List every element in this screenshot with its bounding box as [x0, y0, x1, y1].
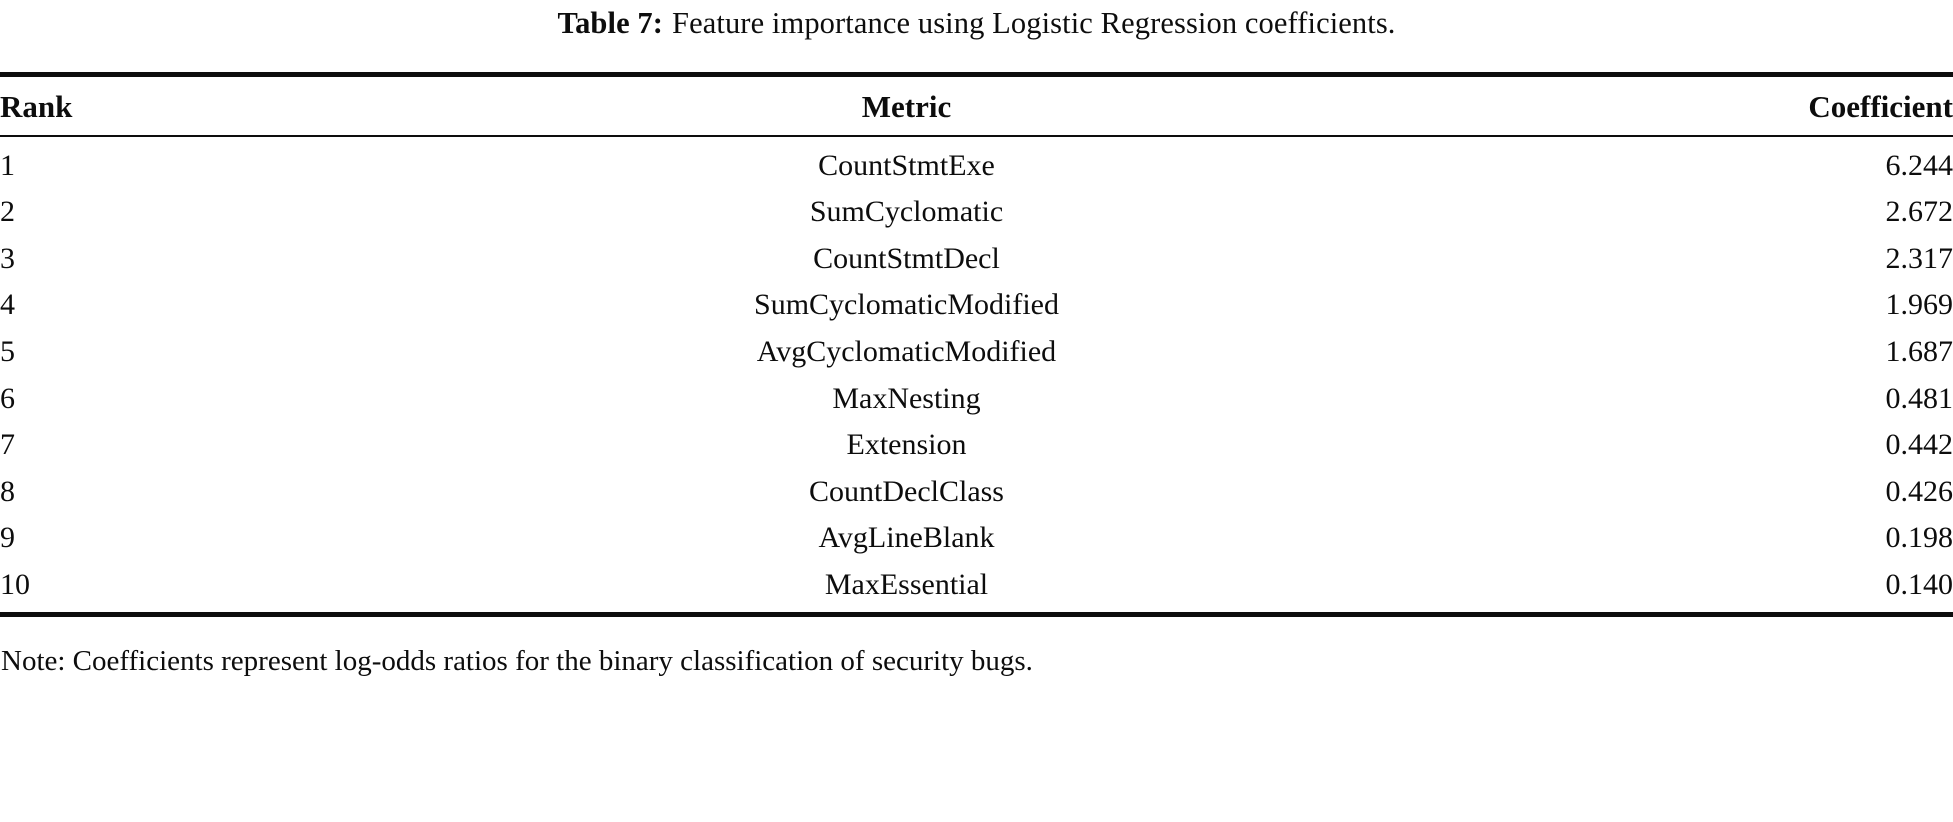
cell-rank: 7: [0, 428, 15, 462]
cell-coefficient: 0.442: [1885, 428, 1953, 462]
cell-coefficient: 0.426: [1885, 474, 1953, 508]
cell-coefficient: 1.969: [1885, 288, 1953, 322]
table-caption: Table 7:Feature importance using Logisti…: [0, 0, 1953, 44]
table-note: Note: Coefficients represent log-odds ra…: [1, 645, 1033, 678]
cell-metric: MaxEssential: [824, 568, 989, 602]
cell-metric: Extension: [846, 428, 967, 462]
cell-metric: CountStmtDecl: [813, 241, 1000, 275]
cell-coefficient: 1.687: [1885, 335, 1953, 369]
cell-rank: 6: [0, 381, 15, 415]
table-body: 1 CountStmtExe 6.244 2 SumCyclomatic 2.6…: [0, 137, 1953, 612]
table-row: 1 CountStmtExe 6.244: [0, 137, 1953, 189]
cell-rank: 5: [0, 335, 15, 369]
cell-coefficient: 2.672: [1885, 195, 1953, 229]
cell-metric: AvgLineBlank: [818, 521, 995, 555]
cell-rank: 8: [0, 474, 15, 508]
table-row: 2 SumCyclomatic 2.672: [0, 189, 1953, 236]
header-row: Rank Metric Coefficient: [0, 77, 1953, 135]
column-header-rank: Rank: [0, 88, 73, 124]
cell-coefficient: 0.198: [1885, 521, 1953, 555]
cell-rank: 10: [0, 568, 30, 602]
table-top-rule: [0, 72, 1953, 77]
table-row: 8 CountDeclClass 0.426: [0, 469, 1953, 516]
cell-rank: 3: [0, 241, 15, 275]
table-row: 4 SumCyclomaticModified 1.969: [0, 282, 1953, 329]
cell-rank: 1: [0, 148, 15, 182]
cell-metric: SumCyclomatic: [809, 195, 1004, 229]
column-header-coefficient: Coefficient: [1808, 88, 1953, 124]
cell-coefficient: 6.244: [1885, 148, 1953, 182]
cell-metric: MaxNesting: [832, 381, 981, 415]
cell-metric: SumCyclomaticModified: [754, 288, 1059, 322]
table-header-rule: [0, 135, 1953, 138]
table-row: 7 Extension 0.442: [0, 422, 1953, 469]
cell-rank: 4: [0, 288, 15, 322]
feature-importance-table: Rank Metric Coefficient: [0, 77, 1953, 135]
column-header-metric: Metric: [861, 88, 952, 124]
cell-coefficient: 2.317: [1885, 241, 1953, 275]
table-row: 10 MaxEssential 0.140: [0, 562, 1953, 613]
caption-text: Feature importance using Logistic Regres…: [672, 6, 1396, 40]
cell-rank: 9: [0, 521, 15, 555]
cell-metric: CountStmtExe: [818, 148, 995, 182]
table-row: 6 MaxNesting 0.481: [0, 375, 1953, 422]
caption-label: Table 7:: [557, 6, 664, 40]
cell-metric: AvgCyclomaticModified: [756, 335, 1057, 369]
cell-metric: CountDeclClass: [809, 474, 1004, 508]
table-row: 5 AvgCyclomaticModified 1.687: [0, 329, 1953, 376]
table-row: 3 CountStmtDecl 2.317: [0, 236, 1953, 283]
cell-coefficient: 0.140: [1885, 568, 1953, 602]
feature-importance-table-body: 1 CountStmtExe 6.244 2 SumCyclomatic 2.6…: [0, 137, 1953, 612]
cell-coefficient: 0.481: [1885, 381, 1953, 415]
table-header: Rank Metric Coefficient: [0, 77, 1953, 135]
table-bottom-rule: [0, 612, 1953, 618]
table-row: 9 AvgLineBlank 0.198: [0, 515, 1953, 562]
cell-rank: 2: [0, 195, 15, 229]
